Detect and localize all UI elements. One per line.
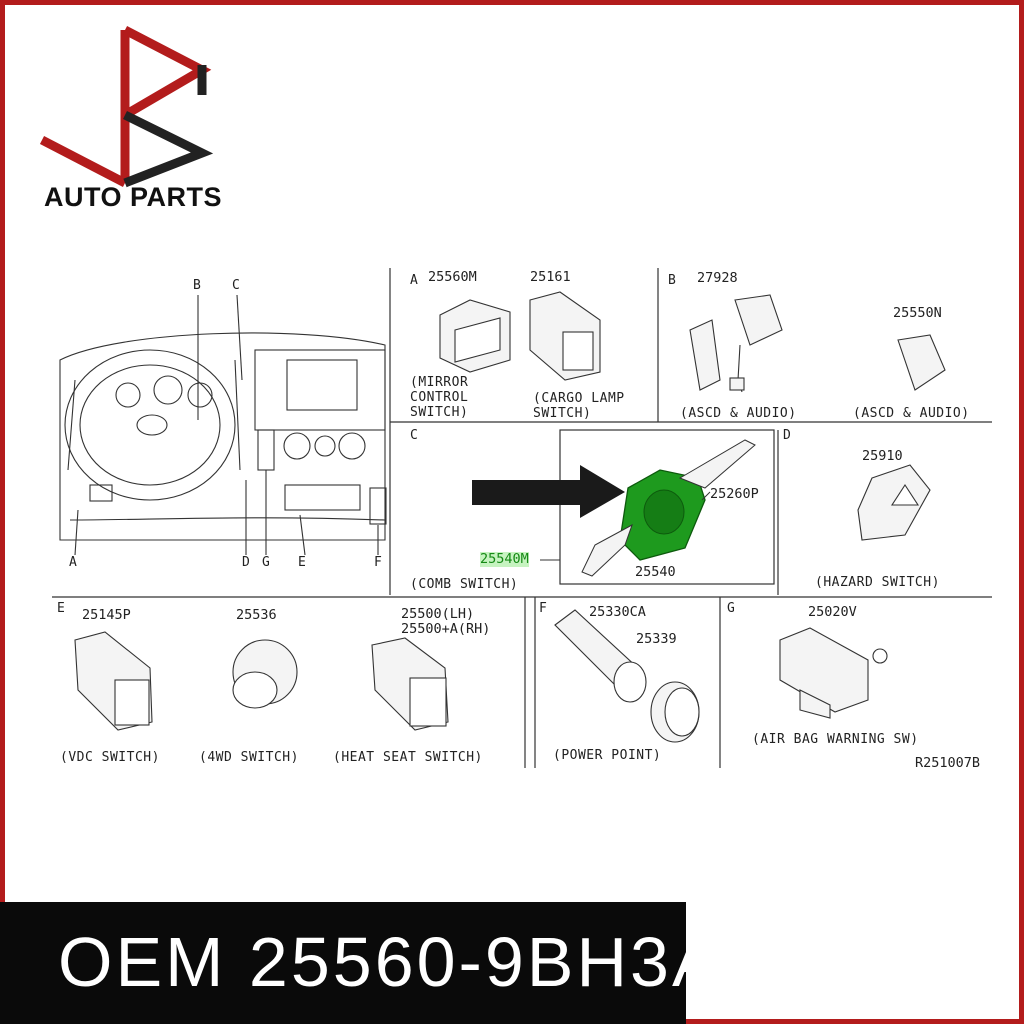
- arrow-indicator-icon: [472, 465, 625, 518]
- cargo-lamp-switch-drawing: [529, 291, 601, 381]
- hazard-switch-drawing: [857, 464, 931, 541]
- heat-seat-switch-drawing: [371, 637, 449, 731]
- ascd-audio-switch-2-drawing: [897, 334, 946, 391]
- oem-part-number: OEM 25560-9BH3A: [58, 923, 722, 1001]
- caption-air-bag-warning-sw: (AIR BAG WARNING SW): [752, 732, 919, 747]
- oem-banner: OEM 25560-9BH3A: [0, 902, 719, 1024]
- part-number-25330ca: 25330CA: [589, 604, 646, 620]
- brand-name: AUTO PARTS: [44, 182, 223, 212]
- caption-heat-seat-switch: (HEAT SEAT SWITCH): [333, 750, 483, 765]
- section-letter-d: D: [783, 428, 791, 443]
- section-letter-e: E: [57, 601, 65, 616]
- brand-logo-icon: [40, 26, 214, 188]
- caption-ascd-audio-2: (ASCD & AUDIO): [853, 406, 970, 421]
- reference-code: R251007B: [915, 755, 981, 771]
- section-letter-f: F: [539, 601, 547, 616]
- power-point-drawing: [554, 609, 700, 743]
- part-number-25500: 25500(LH) 25500+A(RH): [401, 606, 491, 637]
- caption-power-point: (POWER POINT): [553, 748, 662, 763]
- part-number-25540: 25540: [635, 564, 676, 580]
- callout-g: G: [262, 555, 270, 570]
- caption-ascd-audio-1: (ASCD & AUDIO): [680, 406, 797, 421]
- caption-vdc-switch: (VDC SWITCH): [60, 750, 160, 765]
- 4wd-switch-drawing: [232, 639, 298, 709]
- callout-f: F: [374, 555, 382, 570]
- callout-c: C: [232, 278, 240, 293]
- caption-4wd-switch: (4WD SWITCH): [199, 750, 299, 765]
- section-letter-g: G: [727, 601, 735, 616]
- part-number-25550n: 25550N: [893, 305, 942, 321]
- part-number-25339: 25339: [636, 631, 677, 647]
- section-letter-a: A: [410, 273, 418, 288]
- part-number-27928: 27928: [697, 270, 738, 286]
- caption-comb-switch: (COMB SWITCH): [410, 577, 519, 592]
- caption-hazard-switch: (HAZARD SWITCH): [815, 575, 940, 590]
- callout-e: E: [298, 555, 306, 570]
- callout-d: D: [242, 555, 250, 570]
- comb-switch-drawing: [540, 439, 756, 577]
- part-number-25540m-highlighted: 25540M: [480, 551, 529, 567]
- part-number-25161: 25161: [530, 269, 571, 285]
- ascd-audio-switch-drawing: [689, 294, 783, 393]
- caption-mirror-control-switch: (MIRROR CONTROL SWITCH): [410, 375, 469, 420]
- callout-b: B: [193, 278, 201, 293]
- part-number-25145p: 25145P: [82, 607, 131, 623]
- part-number-25260p: 25260P: [710, 486, 759, 502]
- section-letter-c: C: [410, 428, 418, 443]
- section-letter-b: B: [668, 273, 676, 288]
- part-number-25560m: 25560M: [428, 269, 477, 285]
- vdc-switch-drawing: [74, 631, 153, 731]
- air-bag-warning-switch-drawing: [779, 627, 888, 719]
- callout-a: A: [69, 555, 77, 570]
- part-number-25910: 25910: [862, 448, 903, 464]
- part-number-25536: 25536: [236, 607, 277, 623]
- mirror-control-switch-drawing: [439, 299, 511, 373]
- part-number-25020v: 25020V: [808, 604, 857, 620]
- dashboard-overview: [59, 294, 387, 556]
- caption-cargo-lamp-switch: (CARGO LAMP SWITCH): [533, 391, 625, 421]
